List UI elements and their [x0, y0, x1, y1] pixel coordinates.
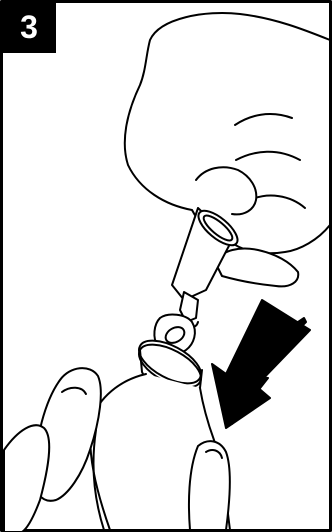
direction-arrow — [212, 300, 310, 428]
step-number-badge: 3 — [2, 2, 56, 53]
